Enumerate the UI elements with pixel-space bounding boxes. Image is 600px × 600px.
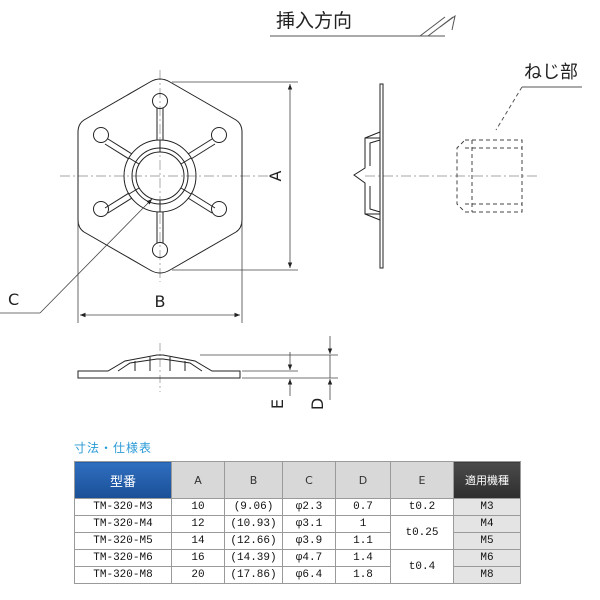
- corner-hole: [211, 201, 227, 217]
- bottom-view: [77, 343, 241, 392]
- dim-d: [200, 336, 338, 400]
- header-a: A: [171, 461, 225, 499]
- cell-a: 10: [171, 498, 225, 516]
- header-b: B: [224, 461, 283, 499]
- cell-b: (14.39): [224, 549, 283, 567]
- cell-a: 14: [171, 532, 225, 550]
- cell-a: 20: [171, 566, 225, 584]
- cell-application: M3: [453, 498, 521, 516]
- corner-hole: [211, 127, 227, 143]
- cell-c: φ2.3: [282, 498, 336, 516]
- cell-c: φ3.9: [282, 532, 336, 550]
- corner-hole: [93, 201, 109, 217]
- dim-a-label: A: [266, 170, 285, 181]
- dim-e: [242, 352, 298, 396]
- thread-leader: [495, 86, 523, 131]
- cell-d: 0.7: [335, 498, 391, 516]
- screw-thread: [456, 139, 523, 213]
- dim-c-label: C: [8, 290, 19, 309]
- spec-table: 型番 A B C D E 適用機種 TM-320-M3 10 (9.06) φ2…: [74, 461, 521, 584]
- spec-table-title: 寸法・仕様表: [74, 441, 153, 455]
- spec-table-header-row: 型番 A B C D E 適用機種: [74, 461, 521, 499]
- corner-hole: [152, 93, 168, 109]
- header-d: D: [335, 461, 391, 499]
- cell-model: TM-320-M6: [74, 549, 172, 567]
- dim-d-label: D: [308, 398, 327, 410]
- header-e: E: [390, 461, 454, 499]
- cell-d: 1.4: [335, 549, 391, 567]
- corner-hole: [152, 242, 168, 258]
- insert-direction-label: 挿入方向: [276, 10, 352, 32]
- header-application: 適用機種: [453, 461, 521, 499]
- table-row: TM-320-M5 14 (12.66) φ3.9 1.1 M5: [74, 532, 521, 550]
- table-row: TM-320-M4 12 (10.93) φ3.1 1 t0.25 M4: [74, 515, 521, 550]
- dim-a: [172, 81, 298, 271]
- cell-b: (12.66): [224, 532, 283, 550]
- dim-b-label: B: [155, 292, 166, 311]
- corner-hole: [93, 127, 109, 143]
- cell-d: 1: [335, 515, 391, 533]
- cell-a: 16: [171, 549, 225, 567]
- cell-d: 1.1: [335, 532, 391, 550]
- cell-application: M6: [453, 549, 521, 567]
- cell-model: TM-320-M8: [74, 566, 172, 584]
- header-c: C: [282, 461, 336, 499]
- side-view: [353, 83, 540, 269]
- cell-c: φ3.1: [282, 515, 336, 533]
- cell-c: φ6.4: [282, 566, 336, 584]
- cell-model: TM-320-M3: [74, 498, 172, 516]
- table-row: TM-320-M3 10 (9.06) φ2.3 0.7 t0.2 M3: [74, 498, 521, 516]
- cell-application: M8: [453, 566, 521, 584]
- dim-b: [77, 222, 243, 323]
- cell-b: (10.93): [224, 515, 283, 533]
- dim-e-label: E: [268, 399, 287, 409]
- table-row: TM-320-M8 20 (17.86) φ6.4 1.8 M8: [74, 566, 521, 584]
- header-model: 型番: [74, 461, 172, 499]
- hex-plate-outline: [77, 78, 243, 274]
- cell-b: (17.86): [224, 566, 283, 584]
- table-row: TM-320-M6 16 (14.39) φ4.7 1.4 t0.4 M6: [74, 549, 521, 584]
- cell-c: φ4.7: [282, 549, 336, 567]
- cell-e: t0.25: [390, 515, 454, 550]
- cell-d: 1.8: [335, 566, 391, 584]
- insert-direction-arrow: [419, 14, 456, 37]
- front-view: [60, 70, 270, 282]
- cell-model: TM-320-M4: [74, 515, 172, 533]
- cell-application: M5: [453, 532, 521, 550]
- cell-model: TM-320-M5: [74, 532, 172, 550]
- cell-a: 12: [171, 515, 225, 533]
- cell-e: t0.2: [390, 498, 454, 516]
- thread-label: ねじ部: [524, 62, 578, 83]
- dim-c: [0, 198, 153, 314]
- technical-drawing: 挿入方向 ねじ部: [0, 10, 582, 410]
- cell-b: (9.06): [224, 498, 283, 516]
- cell-e: t0.4: [390, 549, 454, 584]
- cell-application: M4: [453, 515, 521, 533]
